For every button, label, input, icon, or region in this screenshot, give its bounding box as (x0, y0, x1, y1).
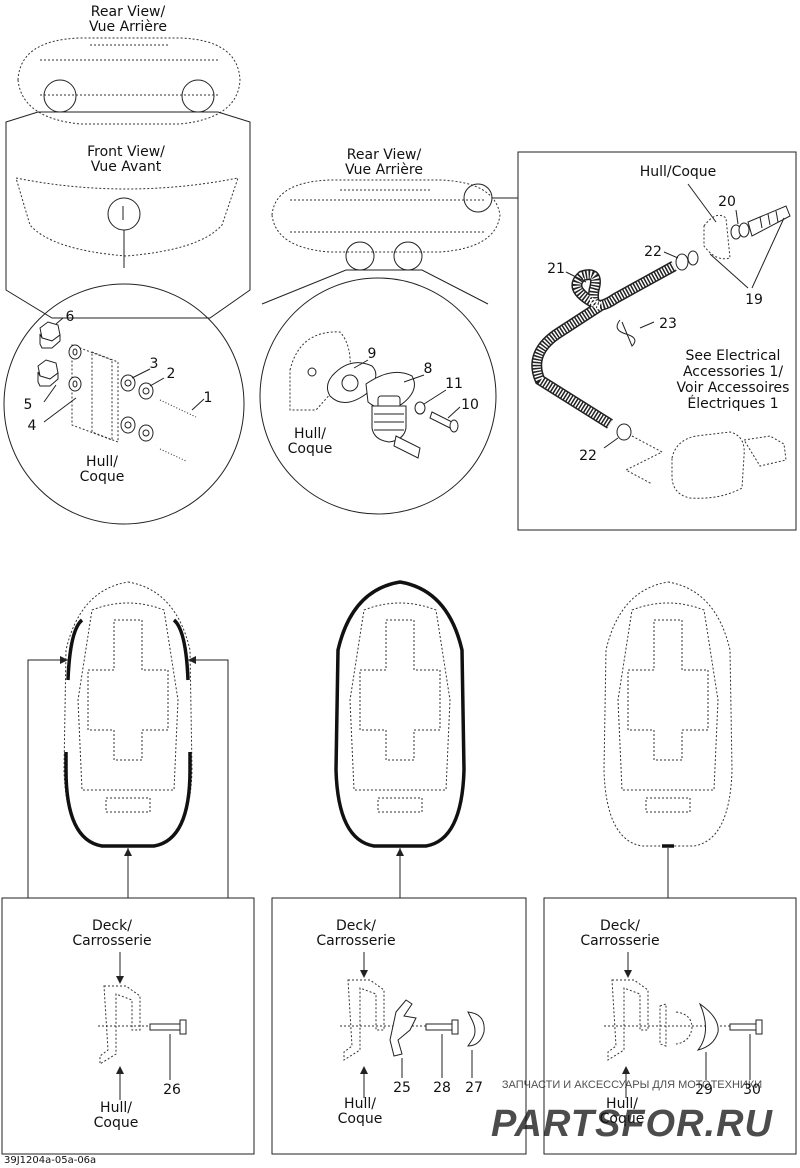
hull-step-1 (105, 797, 151, 813)
part-6: 6 (66, 309, 75, 325)
part-28: 28 (433, 1080, 451, 1096)
hull-2-line1: Hull/ (344, 1096, 376, 1112)
part-4: 4 (28, 418, 37, 434)
hull-coque-b-line2: Coque (288, 441, 333, 457)
hull-3-line1: Hull/ (606, 1096, 638, 1112)
hull-inner-2 (349, 602, 451, 791)
front-view-line1: Front View/ (87, 144, 165, 160)
deck-3-line1: Deck/ (600, 918, 640, 934)
bilge-pump-detail: Hull/Coque 20 19 22 21 23 22 (517, 151, 797, 531)
hull-coque-a-line2: Coque (80, 469, 125, 485)
hull-2-line2: Coque (338, 1111, 383, 1127)
part-3: 3 (150, 356, 159, 372)
part-25: 25 (393, 1080, 411, 1096)
rear-view-2-line2: Vue Arrière (345, 162, 423, 178)
hull-outline-3 (603, 581, 733, 847)
rear-view-top-left: Rear View/ Vue Arrière (17, 4, 241, 125)
highlight-full-outline (334, 580, 466, 848)
hull-coque-b-line1: Hull/ (294, 426, 326, 442)
part-1: 1 (204, 390, 213, 406)
hull-1-line1: Hull/ (100, 1100, 132, 1116)
hull-inner-3 (617, 602, 719, 791)
hull-coque-c: Hull/Coque (640, 164, 717, 180)
hull-1-line2: Coque (94, 1115, 139, 1131)
hull-step-3 (645, 797, 691, 813)
part-27: 27 (465, 1080, 483, 1096)
rear-view-middle: Rear View/ Vue Arrière (271, 147, 518, 271)
drain-plug-detail: 9 8 11 10 Hull/ Coque (259, 269, 497, 515)
connector-lines (27, 656, 669, 898)
highlight-rear (64, 752, 192, 848)
part-29: 29 (695, 1082, 713, 1098)
part-20: 20 (718, 194, 736, 210)
hull-top-views (63, 580, 733, 848)
see-electrical-line4: Électriques 1 (687, 395, 778, 412)
front-view: Front View/ Vue Avant (5, 111, 251, 319)
watermark: ЗАПЧАСТИ И АКСЕССУАРЫ ДЛЯ МОТОТЕХНИКИ PA… (491, 1079, 773, 1145)
part-23: 23 (659, 316, 677, 332)
see-electrical-line2: Accessories 1/ (683, 364, 783, 380)
hull-3-line2: Coque (600, 1111, 645, 1127)
hull-deck-1 (87, 619, 169, 761)
rear-view-2-line1: Rear View/ (347, 147, 422, 163)
hull-outline-2 (335, 581, 465, 847)
part-22-bottom: 22 (579, 448, 597, 464)
see-electrical-line1: See Electrical (686, 348, 781, 364)
part-22-top: 22 (644, 244, 662, 260)
part-30: 30 (743, 1082, 761, 1098)
part-9: 9 (368, 346, 377, 362)
see-electrical-line3: Voir Accessoires (677, 380, 790, 396)
part-19: 19 (745, 292, 763, 308)
hull-deck-3 (627, 619, 709, 761)
bottom-box-3: Deck/ Carrosserie 29 30 Hull/ Coque (543, 897, 797, 1155)
hull-inner-1 (77, 602, 179, 791)
deck-3-line2: Carrosserie (580, 933, 659, 949)
hull-outline-1 (63, 581, 193, 847)
deck-2-line1: Deck/ (336, 918, 376, 934)
highlight-right-front (172, 618, 190, 681)
part-8: 8 (424, 361, 433, 377)
rear-view-1-line2: Vue Arrière (89, 19, 167, 35)
hull-coque-a-line1: Hull/ (86, 454, 118, 470)
rear-view-1-line1: Rear View/ (91, 4, 166, 20)
deck-2-line2: Carrosserie (316, 933, 395, 949)
hull-step-2 (377, 797, 423, 813)
bottom-box-1: Deck/ Carrosserie 26 Hull/ Coque (1, 897, 255, 1155)
part-2: 2 (167, 366, 176, 382)
bottom-box-2: Deck/ Carrosserie 25 28 27 Hull/ Coque (271, 897, 527, 1155)
watermark-line2: PARTSFOR.RU (491, 1103, 773, 1145)
part-21: 21 (547, 261, 565, 277)
part-10: 10 (461, 397, 479, 413)
front-view-line2: Vue Avant (91, 159, 162, 175)
deck-1-line1: Deck/ (92, 918, 132, 934)
part-26: 26 (163, 1082, 181, 1098)
highlight-left-front (66, 618, 84, 681)
ubolt-detail: 6 5 4 3 2 1 Hull/ Coque (3, 283, 245, 525)
watermark-line1: ЗАПЧАСТИ И АКСЕССУАРЫ ДЛЯ МОТОТЕХНИКИ (502, 1079, 762, 1091)
deck-1-line2: Carrosserie (72, 933, 151, 949)
part-11: 11 (445, 376, 463, 392)
diagram-code: 39J1204a-05a-06a (4, 1155, 96, 1166)
hull-deck-2 (359, 619, 441, 761)
part-5: 5 (24, 397, 33, 413)
